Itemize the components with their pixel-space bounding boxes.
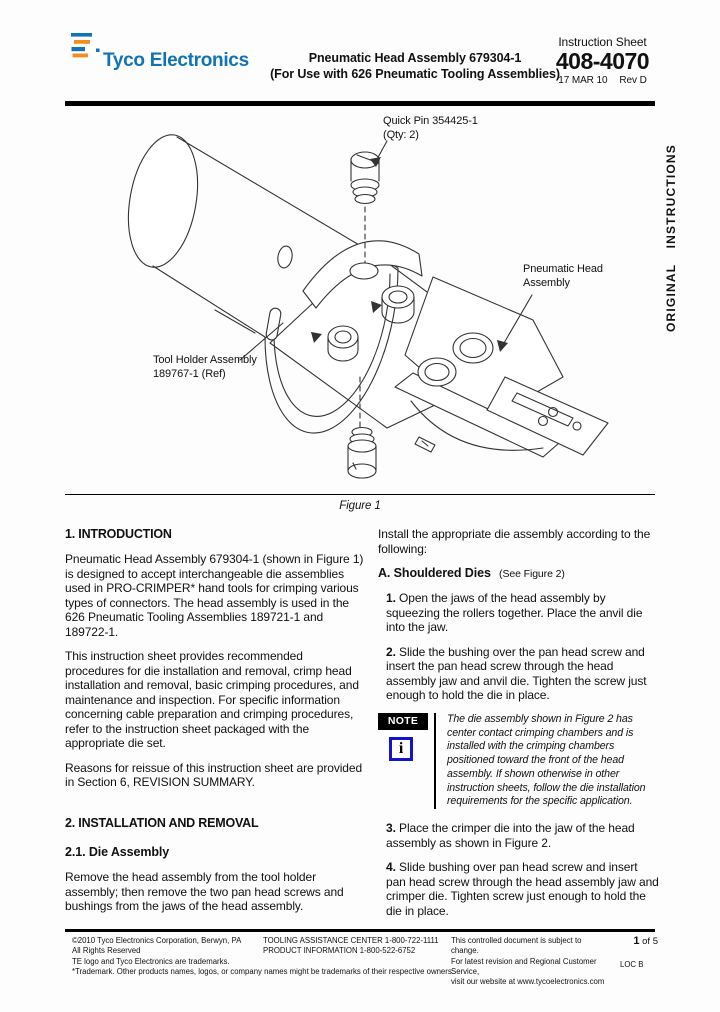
figure-drawing: [127, 134, 609, 479]
note-label: NOTE: [378, 712, 428, 730]
right-column: Install the appropriate die assembly acc…: [378, 527, 659, 928]
footer-notice: This controlled document is subject to c…: [451, 936, 605, 987]
page-number: 1 of 5: [633, 935, 658, 947]
sheet-rev: Rev D: [619, 75, 647, 87]
sheet-number: 408-4070: [555, 48, 650, 74]
info-icon: i: [389, 736, 413, 761]
sheet-label: Instruction Sheet: [558, 35, 647, 49]
intro-paragraph-3: Reasons for reissue of this instruction …: [65, 760, 363, 790]
intro-paragraph-1: Pneumatic Head Assembly 679304-1 (shown …: [65, 552, 364, 639]
step-4: 4. Slide bushing over pan head screw and…: [386, 860, 659, 918]
tool-holder-label: Tool Holder Assembly 189767-1 (Ref): [153, 354, 257, 380]
original-instructions-vertical-text: ORIGINAL INSTRUCTIONS: [664, 144, 678, 332]
shouldered-dies-heading: A. Shouldered Dies (See Figure 2): [378, 566, 565, 581]
doc-title: Pneumatic Head Assembly 679304-1 (For Us…: [255, 50, 575, 83]
step-1: 1. Open the jaws of the head assembly by…: [386, 591, 643, 635]
figure-1: Quick Pin 354425-1 (Qty: 2) Pneumatic He…: [65, 105, 655, 493]
note-text: The die assembly shown in Figure 2 has c…: [447, 712, 646, 808]
install-intro-paragraph: Install the appropriate die assembly acc…: [378, 527, 651, 556]
pneumatic-head-label: Pneumatic Head Assembly: [523, 263, 603, 289]
doc-title-line2: (For Use with 626 Pneumatic Tooling Asse…: [270, 67, 560, 82]
sheet-info: Instruction Sheet 408-4070 17 MAR 10 Rev…: [545, 35, 660, 86]
logo-wordmark: Tyco Electronics: [103, 50, 249, 71]
footer-copyright: ©2010 Tyco Electronics Corporation, Berw…: [72, 936, 242, 966]
note-divider: [434, 712, 436, 809]
footer-contact: TOOLING ASSISTANCE CENTER 1-800-722-1111…: [263, 936, 439, 956]
doc-title-line1: Pneumatic Head Assembly 679304-1: [308, 51, 522, 65]
section-2-1-heading: 2.1. Die Assembly: [65, 844, 170, 859]
sheet-date: 17 MAR 10: [558, 75, 608, 87]
note-box: NOTE i The die assembly shown in Figure …: [378, 712, 659, 809]
footer-rule: [65, 929, 655, 932]
figure-rule: [65, 494, 655, 495]
figure-caption: Figure 1: [339, 500, 381, 512]
section-2-heading: 2. INSTALLATION AND REMOVAL: [65, 815, 259, 830]
tyco-logo-icon: [71, 33, 100, 58]
die-assembly-paragraph: Remove the head assembly from the tool h…: [65, 870, 344, 914]
header-rule: [65, 101, 655, 106]
step-2: 2. Slide the bushing over the pan head s…: [386, 644, 647, 703]
quick-pin-label: Quick Pin 354425-1 (Qty: 2): [383, 115, 478, 141]
section-1-heading: 1. INTRODUCTION: [65, 527, 172, 541]
footer-trademark: *Trademark. Other products names, logos,…: [72, 967, 454, 976]
loc-code: LOC B: [620, 960, 644, 969]
intro-paragraph-2: This instruction sheet provides recommen…: [65, 649, 359, 751]
step-3: 3. Place the crimper die into the jaw of…: [386, 821, 635, 850]
left-column: 1. INTRODUCTION Pneumatic Head Assembly …: [65, 527, 365, 924]
